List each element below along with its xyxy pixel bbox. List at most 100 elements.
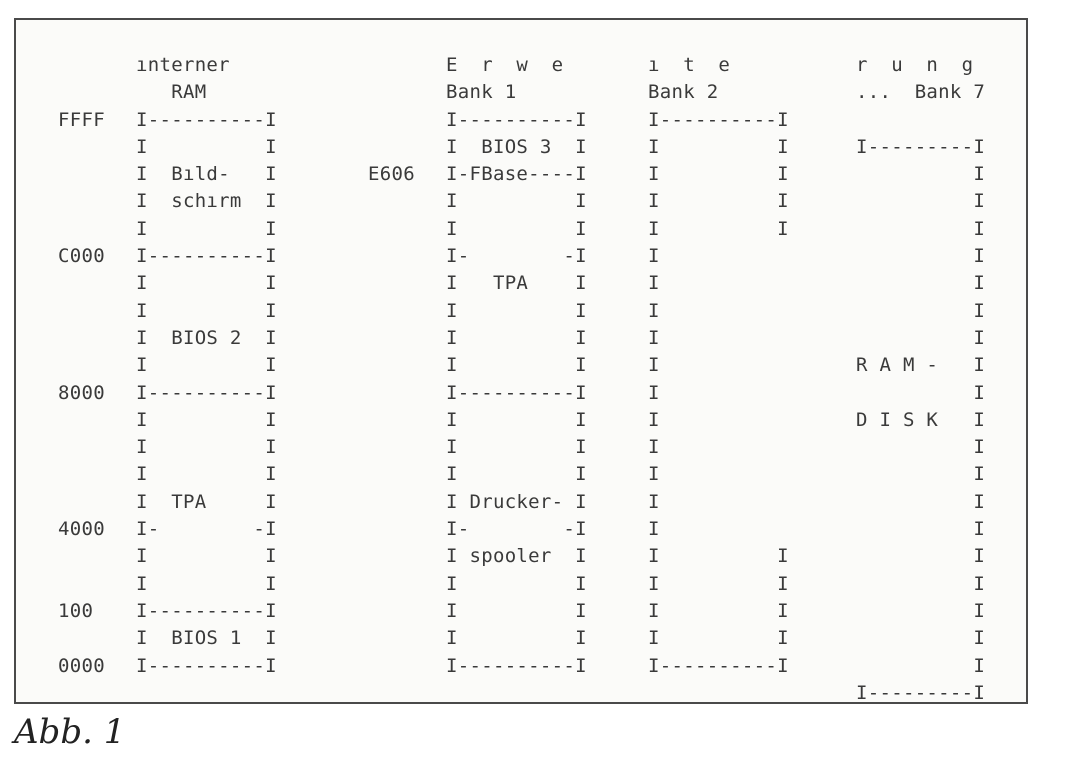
diagram-line: I I xyxy=(136,463,277,486)
diagram-line: I I xyxy=(136,408,277,431)
diagram-line: I xyxy=(856,272,986,295)
diagram-line: I xyxy=(856,381,986,404)
diagram-line: I----------I xyxy=(136,599,277,622)
diagram-line: I TPA I xyxy=(446,272,587,295)
diagram-line: I I xyxy=(446,217,587,240)
diagram-line xyxy=(446,680,587,707)
diagram-line: I I xyxy=(446,599,587,622)
diagram-line xyxy=(368,325,415,352)
diagram-line: I I xyxy=(648,545,789,568)
diagram-line: I----------I xyxy=(446,381,587,404)
diagram-line: r u n g xyxy=(856,54,974,76)
diagram-line: I xyxy=(856,518,986,541)
diagram-line: I xyxy=(856,163,986,186)
diagram-line: I xyxy=(856,572,986,595)
diagram-line xyxy=(368,680,415,707)
diagram-line: Bank 2 xyxy=(648,81,719,104)
diagram-line: I TPA I xyxy=(136,490,277,513)
diagram-line: I xyxy=(648,463,660,486)
diagram-line xyxy=(58,298,105,325)
diagram-line xyxy=(58,188,105,215)
diagram-line: I xyxy=(856,545,986,568)
diagram-line: I- -I xyxy=(446,518,587,541)
diagram-line: I xyxy=(856,599,986,622)
diagram-line: I- -I xyxy=(446,245,587,268)
diagram-line: 8000 xyxy=(58,381,105,404)
diagram-line: 4000 xyxy=(58,518,105,541)
diagram-line: I I xyxy=(446,572,587,595)
diagram-line xyxy=(58,216,105,243)
diagram-line: I xyxy=(856,190,986,213)
diagram-line: I I xyxy=(136,217,277,240)
diagram-line: I I xyxy=(446,299,587,322)
diagram-line xyxy=(58,52,105,79)
diagram-line: I xyxy=(648,490,660,513)
diagram-line: FFFF xyxy=(58,108,105,131)
diagram-line xyxy=(368,79,415,106)
diagram-line: I I xyxy=(446,408,587,431)
diagram-line xyxy=(368,407,415,434)
diagram-line: I----------I xyxy=(136,654,277,677)
diagram-line xyxy=(368,352,415,379)
diagram-line xyxy=(368,270,415,297)
diagram-line xyxy=(58,489,105,516)
diagram-line: Bank 1 xyxy=(446,81,517,104)
bank7-column: r u n g ... Bank 7 I---------I I I I I I I… xyxy=(856,52,985,707)
diagram-line xyxy=(368,216,415,243)
diagram-line: I I xyxy=(446,463,587,486)
diagram-line: I-FBase----I xyxy=(446,163,587,186)
diagram-line xyxy=(58,461,105,488)
diagram-line: I I xyxy=(446,627,587,650)
bank1-address-label: E606 xyxy=(368,52,415,707)
diagram-line: I xyxy=(648,272,660,295)
diagram-line xyxy=(368,489,415,516)
diagram-line: ... Bank 7 xyxy=(856,81,986,104)
diagram-line xyxy=(368,107,415,134)
diagram-line xyxy=(368,298,415,325)
diagram-line: I I xyxy=(136,135,277,158)
diagram-line: I xyxy=(648,518,660,541)
diagram-line xyxy=(58,161,105,188)
diagram-line: I----------I xyxy=(136,381,277,404)
diagram-line xyxy=(368,598,415,625)
diagram-line xyxy=(368,571,415,598)
diagram-line: I spooler I xyxy=(446,545,587,568)
diagram-line xyxy=(368,625,415,652)
diagram-line xyxy=(856,107,985,134)
diagram-line: I I xyxy=(136,436,277,459)
diagram-line: I I xyxy=(136,545,277,568)
diagram-line: I xyxy=(648,245,660,268)
diagram-line: I----------I xyxy=(648,654,789,677)
diagram-line xyxy=(58,270,105,297)
diagram-line: I xyxy=(856,217,986,240)
diagram-line: I----------I xyxy=(136,245,277,268)
diagram-line: I xyxy=(856,299,986,322)
diagram-line xyxy=(58,134,105,161)
diagram-line: I I xyxy=(648,135,789,158)
diagram-line xyxy=(368,516,415,543)
diagram-line: I I xyxy=(136,299,277,322)
diagram-line xyxy=(368,243,415,270)
diagram-line: I I xyxy=(648,599,789,622)
diagram-line: I I xyxy=(446,326,587,349)
diagram-line: I xyxy=(856,490,986,513)
diagram-line: I BIOS 1 I xyxy=(136,627,277,650)
diagram-line: I---------I xyxy=(856,681,986,704)
diagram-line: I BIOS 2 I xyxy=(136,326,277,349)
diagram-line: I schırm I xyxy=(136,190,277,213)
diagram-line: I I xyxy=(648,217,789,240)
diagram-line: I xyxy=(856,245,986,268)
diagram-line xyxy=(368,434,415,461)
diagram-line xyxy=(58,680,105,707)
diagram-line: I----------I xyxy=(446,108,587,131)
diagram-line: 100 xyxy=(58,599,94,622)
diagram-line xyxy=(368,461,415,488)
diagram-line xyxy=(368,188,415,215)
diagram-line xyxy=(368,653,415,680)
diagram-line: I----------I xyxy=(446,654,587,677)
diagram-line xyxy=(368,134,415,161)
